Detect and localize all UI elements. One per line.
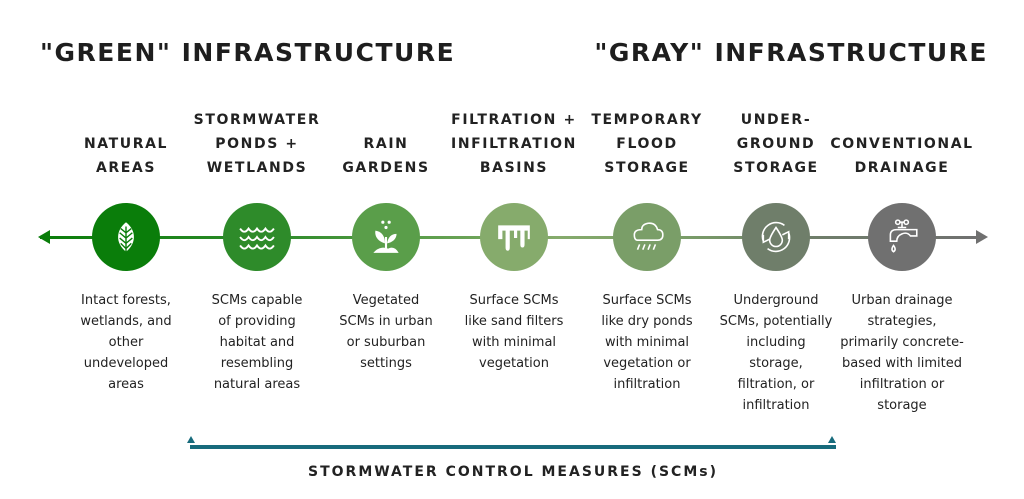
category-column: UNDER- GROUND STORAGE Underground SCMs, … — [711, 0, 841, 499]
category-description: Intact forests, wetlands, and other unde… — [80, 293, 172, 392]
scm-start-marker-icon — [187, 436, 195, 443]
category-column: NATURAL AREAS Intact forests, wetlands, … — [61, 0, 191, 499]
category-icon-circle — [480, 203, 548, 271]
faucet-icon — [889, 219, 918, 253]
gray-infrastructure-heading: "GRAY" INFRASTRUCTURE — [594, 38, 988, 67]
plant-icon — [373, 220, 399, 253]
category-icon-circle — [92, 203, 160, 271]
category-title: NATURAL AREAS — [83, 136, 169, 176]
waves-icon — [239, 226, 275, 250]
category-title: RAIN GARDENS — [342, 136, 430, 176]
category-description: Urban drainage strategies, primarily con… — [840, 293, 964, 413]
category-description: Vegetated SCMs in urban or suburban sett… — [339, 293, 433, 371]
scm-end-marker-icon — [828, 436, 836, 443]
category-icon-circle — [223, 203, 291, 271]
category-title: CONVENTIONAL DRAINAGE — [830, 136, 974, 176]
water-cycle-icon — [761, 221, 791, 253]
arrow-right-icon — [976, 230, 988, 244]
category-column: RAIN GARDENS Vegetated SCMs in urban or … — [321, 0, 451, 499]
category-icon-circle — [613, 203, 681, 271]
category-column: STORMWATER PONDS + WETLANDS SCMs capable… — [192, 0, 322, 499]
filter-icon — [498, 225, 530, 251]
arrow-left-icon — [38, 230, 50, 244]
category-column: TEMPORARY FLOOD STORAGE Surface SCMs lik… — [582, 0, 712, 499]
category-title: TEMPORARY FLOOD STORAGE — [591, 112, 703, 176]
category-column: FILTRATION + INFILTRATION BASINS Surface… — [449, 0, 579, 499]
green-infrastructure-heading: "GREEN" INFRASTRUCTURE — [40, 38, 456, 67]
category-column: CONVENTIONAL DRAINAGE Urban drainage str… — [830, 0, 972, 499]
category-description: Surface SCMs like dry ponds with minimal… — [601, 293, 693, 392]
scm-label: STORMWATER CONTROL MEASURES (SCMs) — [308, 464, 718, 480]
category-title: STORMWATER PONDS + WETLANDS — [193, 112, 321, 176]
rain-cloud-icon — [633, 222, 664, 250]
category-title: FILTRATION + INFILTRATION BASINS — [451, 112, 577, 176]
scm-range-bar — [190, 445, 836, 449]
category-description: SCMs capable of providing habitat and re… — [211, 293, 303, 392]
category-description: Surface SCMs like sand filters with mini… — [464, 293, 564, 371]
category-icon-circle — [742, 203, 810, 271]
category-title: UNDER- GROUND STORAGE — [733, 112, 819, 176]
category-description: Underground SCMs, potentially including … — [719, 293, 833, 413]
category-icon-circle — [352, 203, 420, 271]
category-icon-circle — [868, 203, 936, 271]
leaf-icon — [118, 222, 134, 254]
